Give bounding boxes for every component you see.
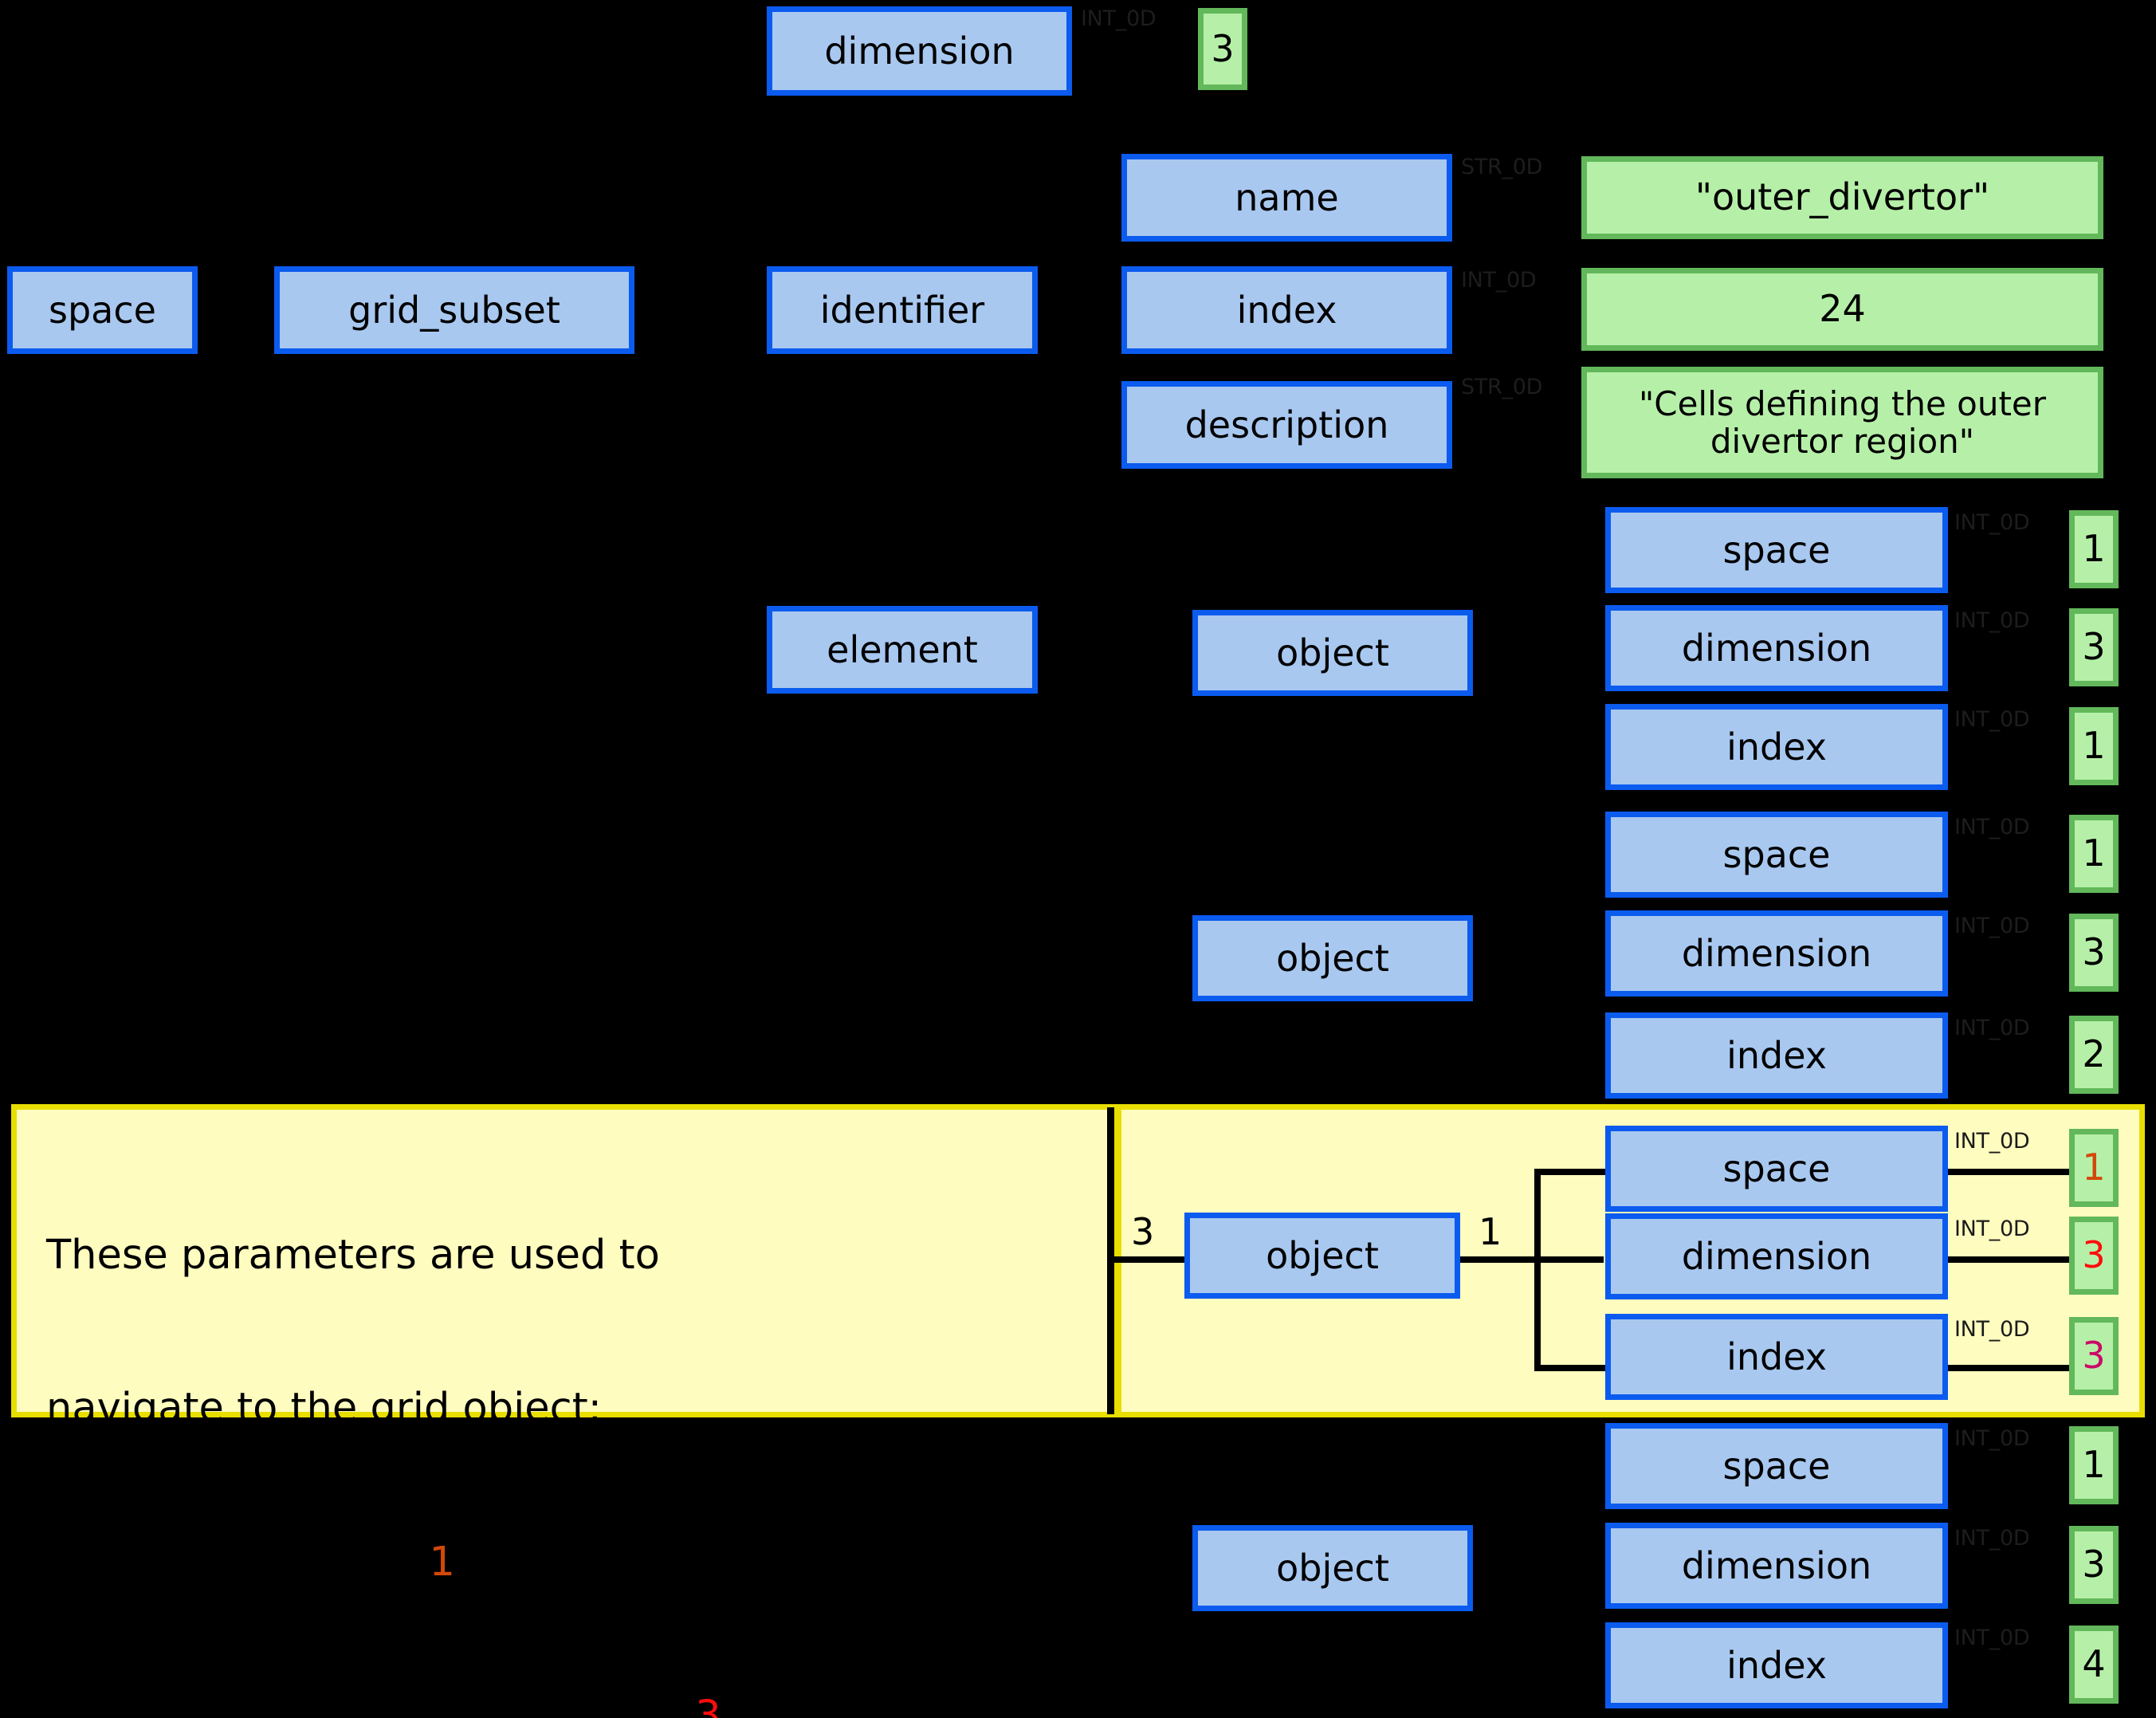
- type-label-g1-dimension: INT_0D: [1954, 608, 2030, 633]
- value-g3-space: 1: [2069, 1129, 2119, 1207]
- value-g3-dimension: 3: [2069, 1217, 2119, 1295]
- node-index[interactable]: index: [1121, 266, 1452, 354]
- type-label-g2-dimension: INT_0D: [1954, 914, 2030, 938]
- node-g4-dimension[interactable]: dimension: [1605, 1523, 1948, 1609]
- type-label-g3-index: INT_0D: [1954, 1317, 2030, 1342]
- connector-branch-index: [1534, 1365, 1634, 1371]
- node-g4-index[interactable]: index: [1605, 1622, 1948, 1708]
- value-g4-index: 4: [2069, 1626, 2119, 1704]
- node-g1-space[interactable]: space: [1605, 507, 1948, 593]
- annotation-line-4: .objects_per_dimension(3): [46, 1691, 737, 1718]
- node-g2-space[interactable]: space: [1605, 812, 1948, 898]
- node-name[interactable]: name: [1121, 154, 1452, 242]
- annotation-line-3: grid_ggd(1).space(1): [46, 1537, 737, 1588]
- type-label-g2-space: INT_0D: [1954, 815, 2030, 839]
- connector-g3-index-value: [1948, 1365, 2069, 1371]
- connector-g3-dimension-value: [1948, 1256, 2069, 1263]
- annotation-note-text: These parameters are used to navigate to…: [46, 1127, 737, 1718]
- value-name: "outer_divertor": [1581, 156, 2103, 239]
- node-object-2[interactable]: object: [1192, 915, 1473, 1001]
- annotation-objects-per-dimension-arg: 3: [695, 1692, 721, 1718]
- type-label-g4-space: INT_0D: [1954, 1426, 2030, 1451]
- connector-object-in: [1114, 1256, 1184, 1263]
- type-label-name: STR_0D: [1461, 155, 1543, 179]
- value-dimension-top: 3: [1198, 8, 1247, 90]
- node-g1-index[interactable]: index: [1605, 704, 1948, 790]
- connector-g3-space-value: [1948, 1169, 2069, 1175]
- node-g3-index[interactable]: index: [1605, 1314, 1948, 1400]
- node-identifier[interactable]: identifier: [767, 266, 1038, 354]
- type-label-g4-index: INT_0D: [1954, 1626, 2030, 1650]
- annotation-highlight-panel: [11, 1104, 1116, 1417]
- annotation-line-2: navigate to the grid object:: [46, 1385, 602, 1433]
- value-description: "Cells defining the outer divertor regio…: [1581, 367, 2103, 478]
- node-dimension-top[interactable]: dimension: [767, 6, 1072, 96]
- node-g3-space[interactable]: space: [1605, 1126, 1948, 1212]
- value-g3-index: 3: [2069, 1317, 2119, 1395]
- node-object-3[interactable]: object: [1184, 1213, 1460, 1299]
- node-g1-dimension[interactable]: dimension: [1605, 605, 1948, 691]
- annotation-line-4-prefix: .objects_per_dimension(: [46, 1692, 696, 1718]
- type-label-g1-space: INT_0D: [1954, 510, 2030, 535]
- type-label-g2-index: INT_0D: [1954, 1016, 2030, 1040]
- annotation-line-3-prefix: grid_ggd(1).space(: [46, 1539, 430, 1586]
- annotation-line-1: These parameters are used to: [46, 1231, 660, 1279]
- node-space-root[interactable]: space: [7, 266, 198, 354]
- type-label-index: INT_0D: [1461, 268, 1537, 293]
- multiplicity-object-left: 3: [1131, 1210, 1155, 1253]
- type-label-g1-index: INT_0D: [1954, 707, 2030, 732]
- type-label-g3-space: INT_0D: [1954, 1129, 2030, 1154]
- node-grid-subset[interactable]: grid_subset: [274, 266, 634, 354]
- node-description[interactable]: description: [1121, 381, 1452, 469]
- multiplicity-object-right: 1: [1479, 1210, 1502, 1253]
- node-g3-dimension[interactable]: dimension: [1605, 1213, 1948, 1299]
- annotation-line-3-suffix: ): [454, 1539, 471, 1586]
- node-g2-dimension[interactable]: dimension: [1605, 910, 1948, 997]
- node-g2-index[interactable]: index: [1605, 1012, 1948, 1099]
- type-label-dimension-top: INT_0D: [1081, 6, 1157, 31]
- connector-branch-space: [1534, 1169, 1634, 1175]
- connector-object-out: [1460, 1256, 1604, 1263]
- type-label-g3-dimension: INT_0D: [1954, 1217, 2030, 1241]
- value-g2-space: 1: [2069, 815, 2119, 893]
- annotation-space-arg: 1: [429, 1539, 455, 1586]
- type-label-description: STR_0D: [1461, 375, 1543, 399]
- value-g4-space: 1: [2069, 1426, 2119, 1504]
- value-g4-dimension: 3: [2069, 1526, 2119, 1604]
- node-element[interactable]: element: [767, 606, 1038, 694]
- value-index: 24: [1581, 268, 2103, 351]
- value-g1-dimension: 3: [2069, 608, 2119, 686]
- type-label-g4-dimension: INT_0D: [1954, 1526, 2030, 1551]
- connector-branch-vertical: [1534, 1169, 1541, 1371]
- value-g2-dimension: 3: [2069, 914, 2119, 992]
- node-g4-space[interactable]: space: [1605, 1423, 1948, 1509]
- annotation-line-4-suffix: ): [721, 1692, 737, 1718]
- node-object-4[interactable]: object: [1192, 1525, 1473, 1611]
- value-g1-index: 1: [2069, 707, 2119, 785]
- connector-vertical-element: [1107, 1107, 1114, 1414]
- node-object-1[interactable]: object: [1192, 610, 1473, 696]
- value-g1-space: 1: [2069, 510, 2119, 588]
- value-g2-index: 2: [2069, 1016, 2119, 1094]
